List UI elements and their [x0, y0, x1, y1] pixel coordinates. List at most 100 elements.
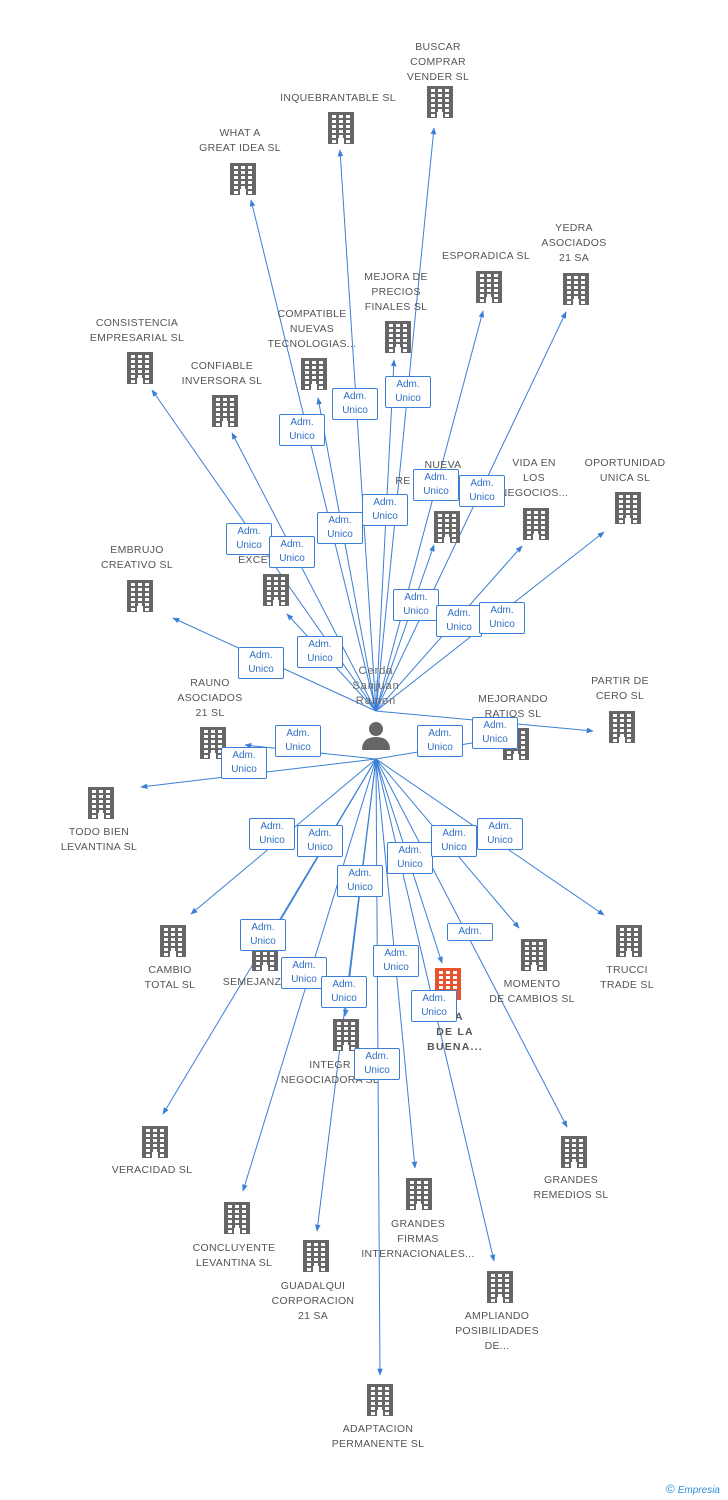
company-label-consistencia[interactable]: CONSISTENCIA EMPRESARIAL SL: [89, 317, 185, 344]
role-badge[interactable]: Adm. Unico: [238, 647, 284, 679]
building-icon-ampliando[interactable]: [487, 1271, 513, 1303]
building-icon-cambio[interactable]: [160, 925, 186, 957]
company-label-yedra[interactable]: YEDRA ASOCIADOS 21 SA: [541, 222, 607, 264]
role-badge[interactable]: Adm. Unico: [221, 747, 267, 779]
role-badge[interactable]: Adm.: [447, 923, 493, 941]
company-label-guadalqui[interactable]: GUADALQUI CORPORACION 21 SA: [271, 1280, 355, 1322]
company-label-confiable[interactable]: CONFIABLE INVERSORA SL: [181, 360, 263, 387]
company-label-rep[interactable]: RE: [395, 475, 411, 487]
company-label-momento[interactable]: MOMENTO DE CAMBIOS SL: [489, 978, 575, 1005]
company-label-veracidad[interactable]: VERACIDAD SL: [111, 1164, 193, 1176]
company-label-compatible[interactable]: COMPATIBLE NUEVAS TECNOLOGIAS...: [267, 308, 357, 350]
building-icon-consistencia[interactable]: [127, 352, 153, 384]
company-label-grandesfirm[interactable]: GRANDES FIRMAS INTERNACIONALES...: [361, 1218, 475, 1260]
building-icon-excel[interactable]: [263, 574, 289, 606]
role-badge[interactable]: Adm. Unico: [337, 865, 383, 897]
building-icon-momento[interactable]: [521, 939, 547, 971]
building-icon-nueva[interactable]: [434, 511, 460, 543]
company-label-trucci[interactable]: TRUCCI TRADE SL: [600, 964, 654, 991]
building-icon-inquebrantable[interactable]: [328, 112, 354, 144]
role-badge[interactable]: Adm. Unico: [393, 589, 439, 621]
building-icon-veracidad[interactable]: [142, 1126, 168, 1158]
building-icon-grandesrem[interactable]: [561, 1136, 587, 1168]
edge-grandesrem: [375, 758, 568, 1128]
edge-yedra: [375, 311, 567, 712]
company-label-partir[interactable]: PARTIR DE CERO SL: [591, 675, 649, 702]
company-label-buscar[interactable]: BUSCAR COMPRAR VENDER SL: [406, 41, 470, 83]
role-badge[interactable]: Adm. Unico: [240, 919, 286, 951]
building-icon-esporadica[interactable]: [476, 271, 502, 303]
footer-brand[interactable]: ©Empresia: [666, 1482, 720, 1496]
role-badge[interactable]: Adm. Unico: [459, 475, 505, 507]
role-badge[interactable]: Adm. Unico: [275, 725, 321, 757]
company-label-adaptacion[interactable]: ADAPTACION PERMANENTE SL: [331, 1423, 425, 1450]
building-icon-oportunidad[interactable]: [615, 492, 641, 524]
company-label-mejora[interactable]: MEJORA DE PRECIOS FINALES SL: [364, 271, 428, 313]
role-badge[interactable]: Adm. Unico: [269, 536, 315, 568]
edge-esporadica: [375, 310, 485, 712]
role-badge[interactable]: Adm. Unico: [354, 1048, 400, 1080]
building-icon-integr[interactable]: [333, 1019, 359, 1051]
building-icon-concluyente[interactable]: [224, 1202, 250, 1234]
company-label-inquebrantable[interactable]: INQUEBRANTABLE SL: [280, 92, 396, 104]
edge-nueva: [375, 544, 435, 712]
building-icon-grandesfirm[interactable]: [406, 1178, 432, 1210]
company-label-vida[interactable]: VIDA EN LOS NEGOCIOS...: [499, 457, 569, 499]
edge-mejora: [375, 359, 397, 712]
role-badge[interactable]: Adm. Unico: [417, 725, 463, 757]
company-label-oportunidad[interactable]: OPORTUNIDAD UNICA SL: [584, 457, 666, 484]
building-icon-confiable[interactable]: [212, 395, 238, 427]
company-label-todobien[interactable]: TODO BIEN LEVANTINA SL: [60, 826, 138, 853]
role-badge[interactable]: Adm. Unico: [411, 990, 457, 1022]
building-icon-buscar[interactable]: [427, 86, 453, 118]
company-label-nueva[interactable]: NUEVA: [424, 459, 462, 471]
company-label-cambio[interactable]: CAMBIO TOTAL SL: [144, 964, 196, 991]
building-icon-trucci[interactable]: [616, 925, 642, 957]
building-icon-guadalqui[interactable]: [303, 1240, 329, 1272]
building-icon-todobien[interactable]: [88, 787, 114, 819]
company-label-esporadica[interactable]: ESPORADICA SL: [442, 250, 530, 262]
role-badge[interactable]: Adm. Unico: [317, 512, 363, 544]
company-label-concluyente[interactable]: CONCLUYENTE LEVANTINA SL: [192, 1242, 276, 1269]
person-name[interactable]: Cerda Sanjuan Ramon: [352, 665, 400, 707]
role-badge[interactable]: Adm. Unico: [297, 825, 343, 857]
role-badge[interactable]: Adm. Unico: [281, 957, 327, 989]
role-badge[interactable]: Adm. Unico: [226, 523, 272, 555]
role-badge[interactable]: Adm. Unico: [413, 469, 459, 501]
building-icon-whatagreat[interactable]: [230, 163, 256, 195]
role-badge[interactable]: Adm. Unico: [321, 976, 367, 1008]
building-icon-compatible[interactable]: [301, 358, 327, 390]
role-badge[interactable]: Adm. Unico: [436, 605, 482, 637]
building-icon-embrujo[interactable]: [127, 580, 153, 612]
company-label-mejorando[interactable]: MEJORANDO RATIOS SL: [478, 693, 548, 720]
company-label-rauno[interactable]: RAUNO ASOCIADOS 21 SL: [177, 677, 243, 719]
building-icon-adaptacion[interactable]: [367, 1384, 393, 1416]
role-badge[interactable]: Adm. Unico: [297, 636, 343, 668]
company-label-embrujo[interactable]: EMBRUJO CREATIVO SL: [101, 544, 173, 571]
edge-confiable: [231, 432, 377, 712]
role-badge[interactable]: Adm. Unico: [479, 602, 525, 634]
edge-whatagreat: [249, 199, 377, 712]
role-badge[interactable]: Adm. Unico: [373, 945, 419, 977]
role-badge[interactable]: Adm. Unico: [431, 825, 477, 857]
company-label-excel[interactable]: EXCE: [238, 554, 268, 566]
building-icon-partir[interactable]: [609, 711, 635, 743]
company-label-whatagreat[interactable]: WHAT A GREAT IDEA SL: [199, 127, 281, 154]
role-badge[interactable]: Adm. Unico: [249, 818, 295, 850]
role-badge[interactable]: Adm. Unico: [385, 376, 431, 408]
person-icon[interactable]: [362, 722, 390, 750]
role-badge[interactable]: Adm. Unico: [332, 388, 378, 420]
building-icon-mejora[interactable]: [385, 321, 411, 353]
role-badge[interactable]: Adm. Unico: [279, 414, 325, 446]
building-icon-yedra[interactable]: [563, 273, 589, 305]
building-icon-vida[interactable]: [523, 508, 549, 540]
company-label-grandesrem[interactable]: GRANDES REMEDIOS SL: [533, 1174, 609, 1201]
company-label-semejanza[interactable]: SEMEJANZ: [222, 976, 282, 988]
copyright-symbol: ©: [665, 1482, 675, 1496]
company-label-ampliando[interactable]: AMPLIANDO POSIBILIDADES DE...: [455, 1310, 539, 1352]
role-badge[interactable]: Adm. Unico: [387, 842, 433, 874]
role-badge[interactable]: Adm. Unico: [472, 717, 518, 749]
brand-name: Empresia: [677, 1485, 720, 1496]
role-badge[interactable]: Adm. Unico: [362, 494, 408, 526]
role-badge[interactable]: Adm. Unico: [477, 818, 523, 850]
